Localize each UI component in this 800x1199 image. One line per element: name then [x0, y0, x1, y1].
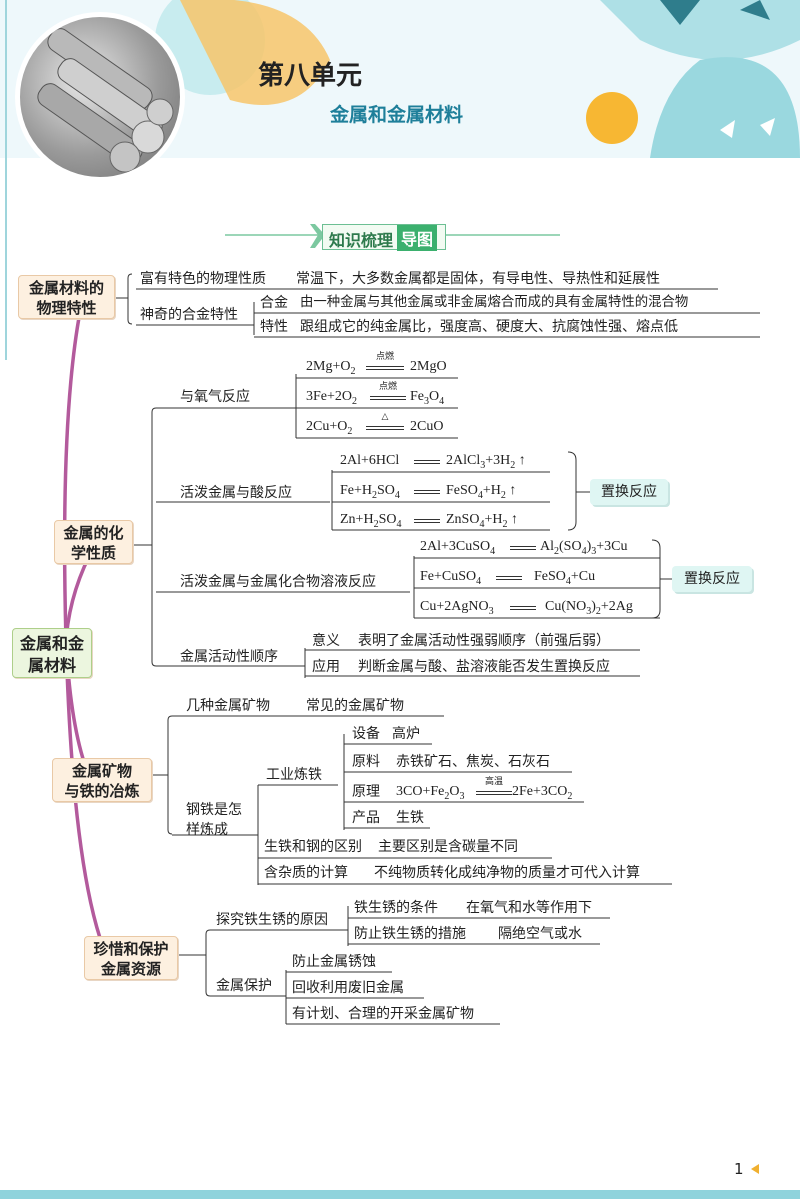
metal-protection-label: 金属保护	[216, 978, 272, 994]
iron-steel-diff-text: 主要区别是含碳量不同	[378, 839, 518, 855]
meaning-label: 意义	[312, 633, 340, 649]
raw-material-text: 赤铁矿石、焦炭、石灰石	[396, 754, 550, 770]
industrial-iron-label: 工业炼铁	[266, 767, 322, 783]
acid-reaction-label: 活泼金属与酸反应	[180, 485, 292, 501]
rust-prevention-label: 防止铁生锈的措施	[354, 926, 466, 942]
metal-rods-illustration	[37, 28, 174, 173]
equation-feso4: FeSO4+H2 ↑	[446, 483, 517, 501]
equals-sign-3	[366, 426, 404, 430]
page-number: 1	[734, 1160, 744, 1178]
condition-heat: △	[381, 412, 389, 422]
banner-lines	[225, 224, 560, 248]
equation-znso4: ZnSO4+H2 ↑	[446, 512, 518, 530]
equals-sign-2	[370, 396, 406, 400]
equals-sign-4	[414, 460, 440, 464]
equation-fe3o4: Fe3O4	[410, 389, 445, 407]
rust-cause-label: 探究铁生锈的原因	[216, 912, 328, 928]
banner-part2: 导图	[397, 225, 438, 251]
displacement-tag-2: 置换反应	[672, 566, 752, 592]
protection-item-2: 回收利用废旧金属	[292, 980, 404, 996]
application-text: 判断金属与酸、盐溶液能否发生置换反应	[358, 659, 610, 675]
product-text: 生铁	[396, 810, 424, 826]
equals-sign-6	[414, 519, 440, 523]
equals-sign-8	[496, 576, 522, 580]
equipment-label: 设备	[352, 726, 380, 742]
branch2-node: 金属的化 学性质	[54, 520, 133, 564]
rust-condition-label: 铁生锈的条件	[354, 900, 438, 916]
unit-subtitle: 金属和金属材料	[330, 104, 464, 126]
alloy-label: 合金	[260, 295, 288, 311]
equals-sign-9	[510, 606, 536, 610]
condition-fire-2: 点燃	[378, 382, 397, 392]
branch3-node: 金属矿物 与铁的冶炼	[52, 758, 152, 802]
impurity-calc-label: 含杂质的计算	[264, 865, 348, 881]
knowledge-banner: 知识梳理 导图	[322, 224, 446, 251]
equation-cuo: 2CuO	[410, 419, 444, 434]
protection-item-3: 有计划、合理的开采金属矿物	[292, 1006, 474, 1022]
activity-series-label: 金属活动性顺序	[180, 649, 278, 665]
protection-item-1: 防止金属锈蚀	[292, 954, 376, 970]
iron-steel-diff-label: 生铁和钢的区别	[264, 839, 362, 855]
equals-sign-1	[366, 366, 404, 370]
equation-mg-o2: 2Mg+O2	[306, 359, 356, 377]
equation-fe-h2so4: Fe+H2SO4	[340, 483, 400, 501]
equation-cu-agno3: Cu+2AgNO3	[420, 599, 494, 617]
impurity-calc-text: 不纯物质转化成纯净物的质量才可代入计算	[374, 865, 640, 881]
equation-fe-cuso4: Fe+CuSO4	[420, 569, 482, 587]
equation-zn-h2so4: Zn+H2SO4	[340, 512, 402, 530]
steel-making-label: 钢铁是怎 样炼成	[186, 802, 242, 838]
ore-label: 几种金属矿物	[186, 698, 270, 714]
equation-alcl3: 2AlCl3+3H2 ↑	[446, 453, 526, 471]
equals-sign-5	[414, 490, 440, 494]
footer-band	[0, 1190, 800, 1199]
physical-property-label: 富有特色的物理性质	[140, 271, 266, 287]
feature-text: 跟组成它的纯金属比，强度高、硬度大、抗腐蚀性强、熔点低	[300, 319, 678, 335]
meaning-text: 表明了金属活动性强弱顺序（前强后弱）	[358, 633, 610, 649]
alloy-definition: 由一种金属与其他金属或非金属熔合而成的具有金属特性的混合物	[300, 295, 689, 310]
equals-sign-10	[476, 791, 512, 795]
feature-label: 特性	[260, 319, 288, 335]
product-label: 产品	[352, 810, 380, 826]
oxygen-reaction-label: 与氧气反应	[180, 389, 250, 405]
equation-co-fe2o3: 3CO+Fe2O3	[396, 784, 465, 802]
equation-feso4-cu: FeSO4+Cu	[534, 569, 596, 587]
rust-condition-text: 在氧气和水等作用下	[466, 900, 592, 916]
equation-fe-o2: 3Fe+2O2	[306, 389, 358, 407]
ore-text: 常见的金属矿物	[306, 698, 404, 714]
branch4-node: 珍惜和保护 金属资源	[84, 936, 178, 980]
unit-title: 第八单元	[258, 61, 363, 91]
raw-material-label: 原料	[352, 754, 380, 770]
left-edge-line	[5, 0, 7, 360]
displacement-tag-1: 置换反应	[590, 479, 668, 505]
equation-al2so43: Al2(SO4)3+3Cu	[540, 539, 628, 557]
equation-cu-o2: 2Cu+O2	[306, 419, 353, 437]
header-band: 第八单元 金属和金属材料	[0, 0, 800, 182]
metal-rods-photo	[15, 12, 185, 182]
header-decoration	[155, 0, 800, 158]
equation-fe-co2: 2Fe+3CO2	[512, 784, 573, 802]
condition-high-temp: 高温	[484, 777, 503, 787]
salt-reaction-label: 活泼金属与金属化合物溶液反应	[180, 574, 376, 590]
equals-sign-7	[510, 546, 536, 550]
equation-al-hcl: 2Al+6HCl	[340, 453, 400, 468]
principle-label: 原理	[352, 784, 380, 800]
rust-prevention-text: 隔绝空气或水	[498, 926, 582, 942]
application-label: 应用	[312, 659, 340, 675]
branch1-node: 金属材料的 物理特性	[18, 275, 115, 319]
equipment-text: 高炉	[392, 726, 420, 742]
equation-mgo: 2MgO	[410, 359, 447, 374]
root-node: 金属和金 属材料	[12, 628, 92, 678]
condition-fire-1: 点燃	[375, 352, 394, 362]
equation-al-cuso4: 2Al+3CuSO4	[420, 539, 496, 557]
physical-property-text: 常温下，大多数金属都是固体，有导电性、导热性和延展性	[296, 271, 660, 287]
banner-part1: 知识梳理	[329, 231, 394, 250]
page-arrow-icon	[751, 1164, 759, 1174]
alloy-property-label: 神奇的合金特性	[140, 307, 238, 323]
equation-cuno32: Cu(NO3)2+2Ag	[545, 599, 633, 617]
